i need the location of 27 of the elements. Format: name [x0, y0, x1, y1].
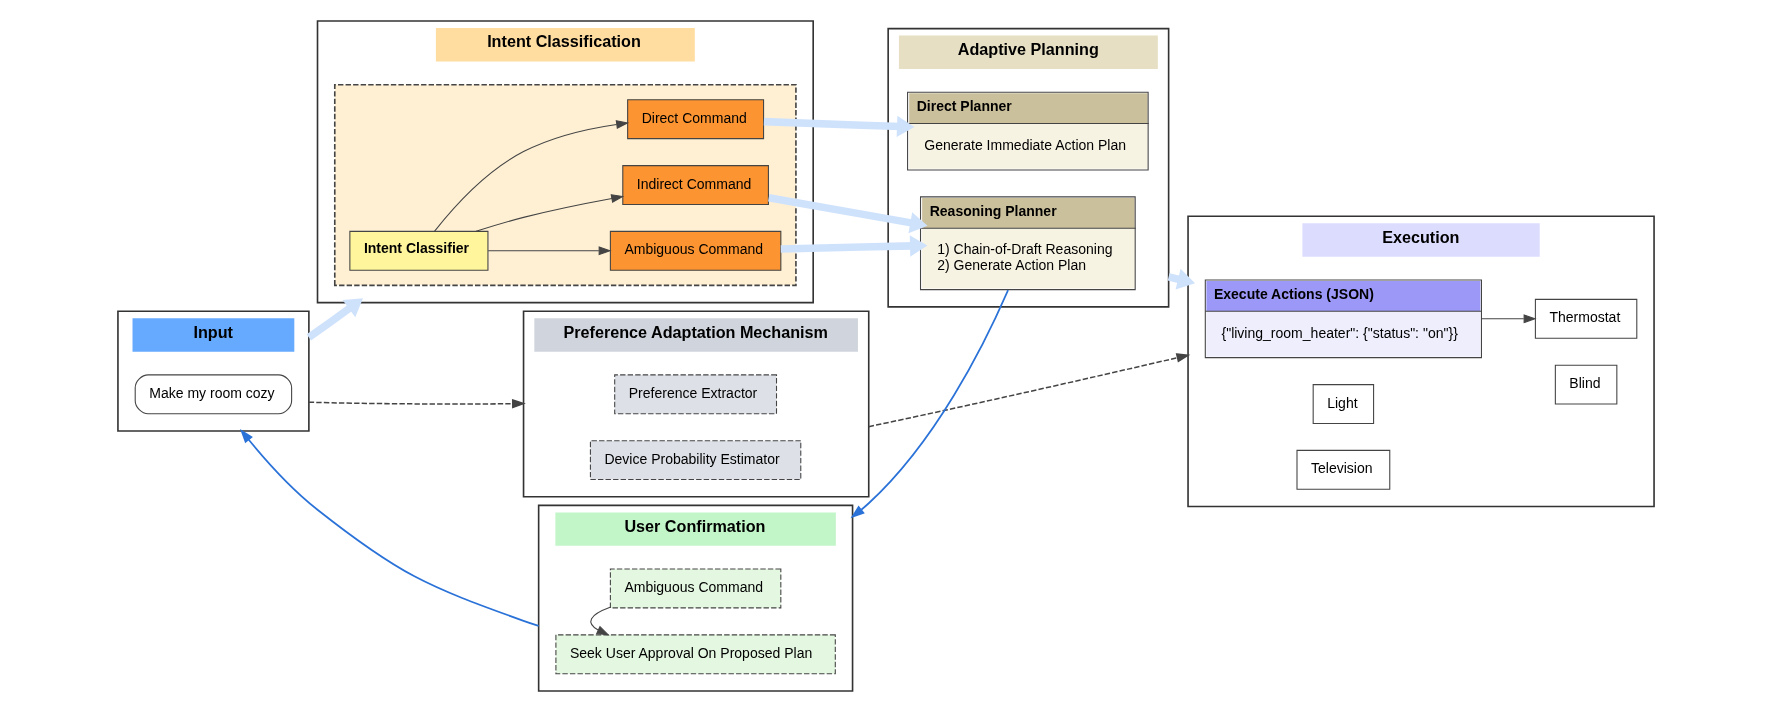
arrow [768, 194, 928, 234]
node-box: Ambiguous Command [609, 568, 782, 609]
node-box: Blind [1554, 364, 1618, 405]
arrow [780, 235, 928, 257]
arrow [763, 115, 915, 138]
arrow [306, 298, 363, 341]
arrow [1481, 314, 1537, 324]
arrow [850, 289, 1009, 519]
node-box: Thermostat [1534, 298, 1638, 339]
node-box: Device Probability Estimator [589, 440, 802, 481]
arrow [240, 428, 540, 627]
node-box: Television [1296, 449, 1391, 490]
node-box: Preference Extractor [614, 374, 778, 415]
cluster [333, 83, 797, 287]
arrow [308, 398, 526, 409]
node-box: Light [1312, 384, 1375, 424]
arrow [590, 606, 611, 636]
arrow [487, 246, 612, 256]
node-box: Intent Classifier [349, 230, 489, 271]
node-box: Seek User Approval On Proposed Plan [555, 634, 836, 675]
node-box: Direct Command [627, 99, 765, 140]
node-box: Indirect Command [622, 165, 769, 205]
arrow [475, 194, 625, 232]
arrow [433, 119, 630, 232]
node-box: Make my room cozy [134, 374, 293, 415]
arrow [868, 353, 1191, 428]
node-box: Ambiguous Command [609, 230, 782, 271]
